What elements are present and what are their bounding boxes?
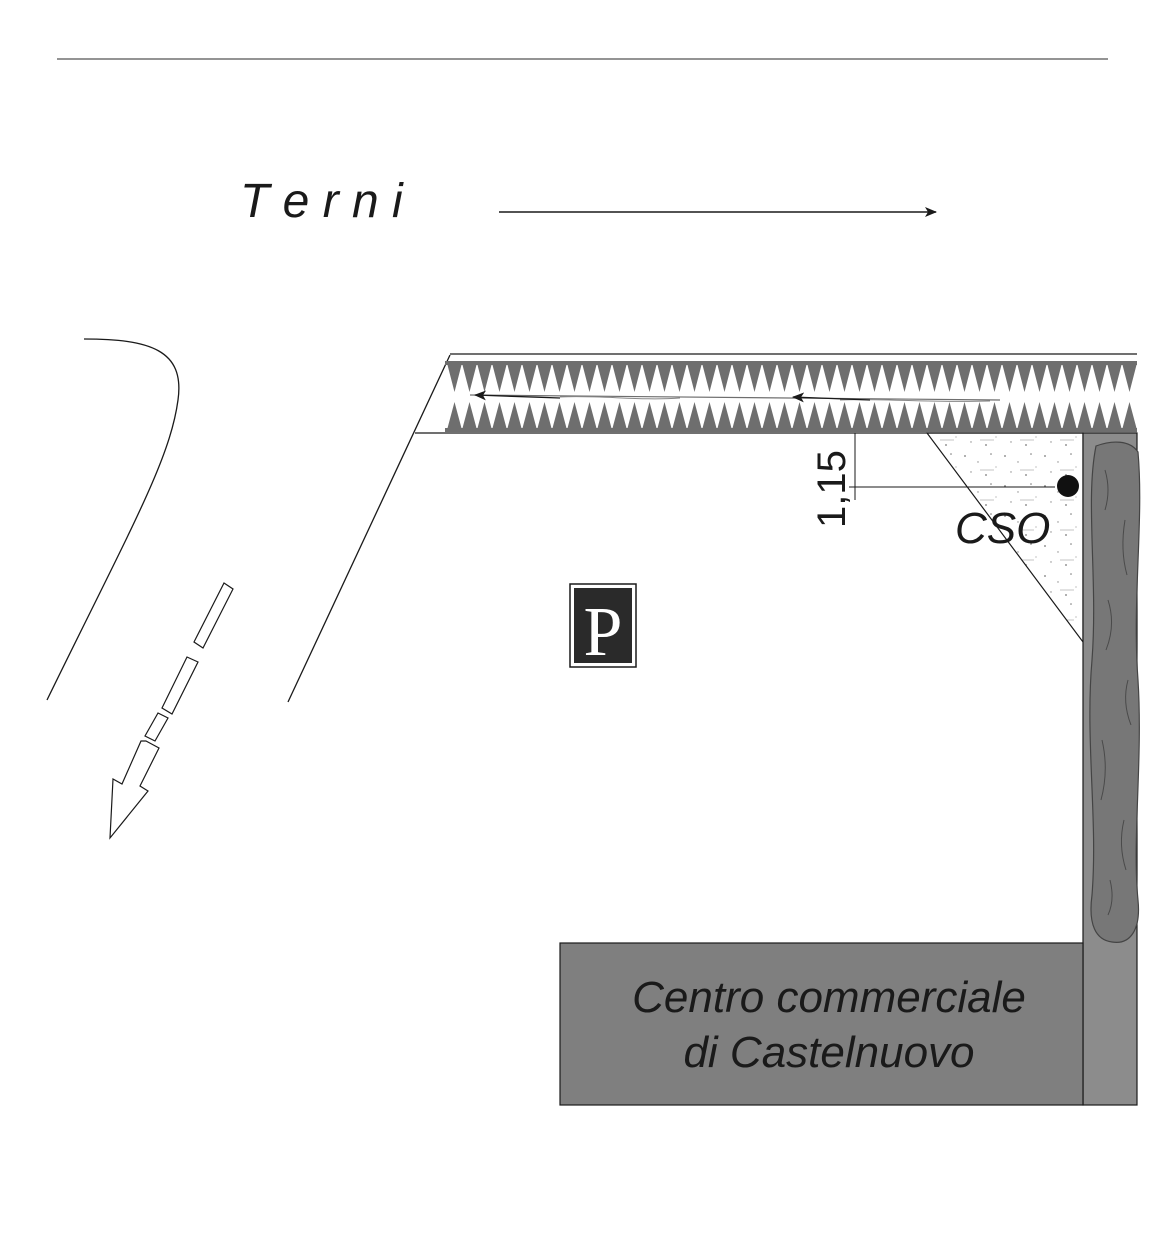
dimension-label: 1,15 xyxy=(810,450,854,528)
building xyxy=(559,942,1084,1106)
road-edge xyxy=(287,354,451,703)
wall-stone xyxy=(1089,441,1141,943)
building-label-line2: di Castelnuovo xyxy=(683,1028,974,1077)
direction-label: T e r n i xyxy=(240,175,404,228)
dashed-arrow-icon xyxy=(109,582,234,840)
road-curve xyxy=(46,338,180,701)
station-label: CSO xyxy=(955,504,1050,553)
hedge-strip xyxy=(415,353,1137,434)
wall-texture xyxy=(1100,469,1132,916)
building-label-line1: Centro commerciale xyxy=(632,973,1026,1022)
parking-sign-icon: P xyxy=(569,583,637,671)
station-point-icon xyxy=(1057,475,1079,497)
parking-label: P xyxy=(584,594,623,671)
dimension-marker xyxy=(849,432,1055,500)
